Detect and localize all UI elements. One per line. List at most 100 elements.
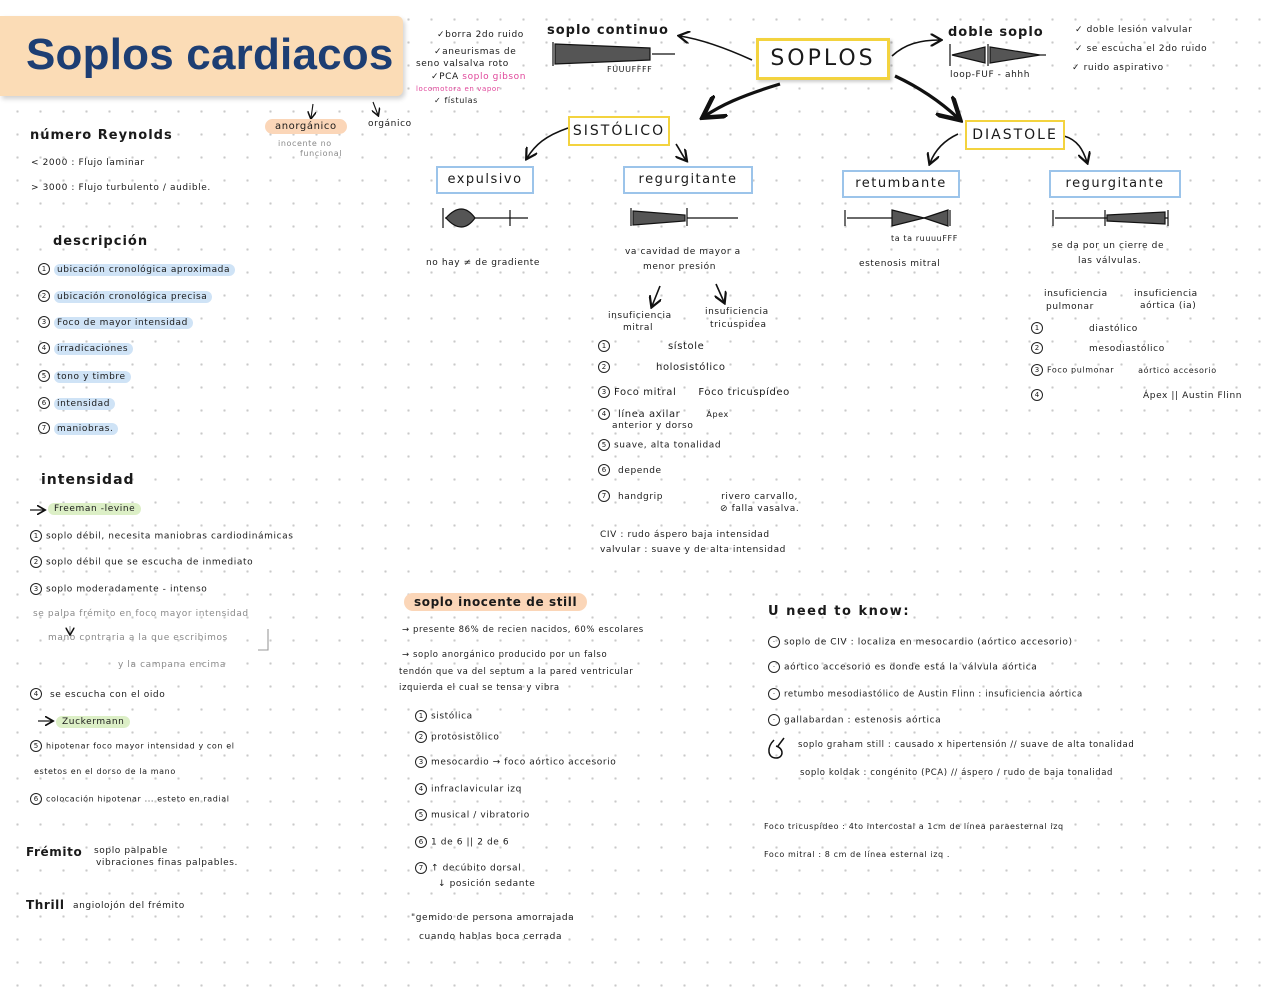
soplos-box: SOPLOS [756, 38, 890, 80]
waveform-regurgitante-sistolico [630, 208, 738, 226]
ins-mitral-2: mitral [623, 323, 654, 333]
retumbante-sound: ta ta ruuuuFFF [891, 234, 958, 243]
waveform-doble [949, 44, 1046, 66]
gibson-text: soplo gibson [462, 72, 527, 82]
waveform-retumbante [844, 209, 951, 227]
retumbante-box: retumbante [842, 170, 960, 198]
reg-diastolico-note-2: las válvulas. [1078, 256, 1142, 266]
reg-sistolico-label: regurgitante [638, 172, 738, 187]
still-line-2: → soplo anorgánico producido por un fals… [402, 650, 608, 660]
ins-mitral-1: insuficiencia [608, 311, 672, 321]
organico-label: orgánico [368, 119, 412, 129]
intensidad-gray-1: se palpa frémito en foco mayor intensida… [33, 609, 249, 619]
need-item-2: ·aórtico accesorio es donde está la válv… [768, 661, 1037, 674]
retumbante-label: retumbante [855, 176, 947, 191]
waveform-continuo [552, 42, 675, 66]
still-heading: soplo inocente de still [404, 593, 588, 611]
continuo-note-1: ✓borra 2do ruido [437, 30, 524, 40]
anorganico-sub-2: funcional [300, 149, 343, 158]
continuo-sound: FUUUFFFF [607, 65, 653, 74]
fremito-label: Frémito [26, 845, 83, 859]
title-banner [0, 16, 403, 96]
curly-numeral-5 [768, 737, 785, 759]
sistolico-box: SISTÓLICO [568, 116, 670, 146]
map-arrows [30, 36, 1087, 721]
diastole-box: DIASTOLE [965, 120, 1065, 150]
foco-tricuspideo-note: Foco tricuspídeo : 4to intercostal a 1cm… [764, 822, 1064, 831]
continuo-heading: soplo continuo [547, 23, 669, 38]
intensidad-gray-3: y la campana encima [118, 660, 226, 670]
intensidad-gray-2: mano contraria a la que escribimos [48, 633, 228, 643]
continuo-note-5: locomotora en vapor [416, 85, 501, 93]
still-line-3: tendón que va del septum a la pared vent… [399, 667, 634, 677]
intensidad-heading: intensidad [41, 472, 135, 488]
intensidad-grade-5b: estetos en el dorso de la mano [34, 767, 176, 776]
waveform-expulsivo [442, 208, 528, 228]
civ-note-2: valvular : suave y de alta intensidad [600, 545, 786, 555]
need-item-5: soplo graham still : causado x hipertens… [798, 740, 1135, 750]
reg-sistolico-note-1: va cavidad de mayor a [625, 247, 741, 257]
soplos-label: SOPLOS [770, 46, 876, 71]
still-quote-2: cuando hablas boca cerrada [419, 932, 563, 942]
doble-note-2: ✓ se escucha el 2do ruido [1075, 44, 1208, 54]
need-heading: U need to know: [768, 604, 911, 619]
doble-heading: doble soplo [948, 25, 1044, 40]
need-item-6: soplo koldak : congénito (PCA) // áspero… [800, 768, 1114, 778]
reg-diastolico-box: regurgitante [1049, 170, 1181, 198]
still-quote-1: "gemido de persona amorrajada [411, 913, 575, 923]
ins-pulmonar-2: pulmonar [1046, 302, 1094, 312]
continuo-note-6: ✓ fístulas [434, 96, 478, 105]
need-item-3: ·retumbo mesodiastólico de Austin Flinn … [768, 688, 1083, 701]
still-line-4: izquierda el cual se tensa y vibra [399, 683, 560, 693]
reynolds-heading: número Reynolds [30, 128, 173, 143]
continuo-note-3: seno valsalva roto [416, 59, 509, 69]
page-title: Soplos cardiacos [26, 30, 394, 79]
need-item-4: ·gallabardan : estenosis aórtica [768, 714, 941, 727]
expulsivo-label: expulsivo [447, 172, 523, 187]
reg-diastolico-note-1: se da por un cierre de [1052, 241, 1165, 251]
thrill-label: Thrill [26, 898, 65, 912]
sis-reg-row-7c: ⊘ falla vasalva. [720, 504, 800, 514]
ins-aortica-1: insuficiencia [1134, 289, 1198, 299]
zuckermann-label: Zuckermann [56, 716, 131, 728]
ins-tricuspidea-1: insuficiencia [705, 307, 769, 317]
ins-pulmonar-1: insuficiencia [1044, 289, 1108, 299]
continuo-note-2: ✓aneurismas de [434, 47, 517, 57]
anorganico-label: anorgánico [265, 119, 347, 134]
waveform-regurgitante-diastolico [1052, 210, 1169, 226]
gray-bracket [70, 626, 269, 651]
reynolds-line-1: < 2000 : Flujo laminar [31, 158, 145, 168]
expulsivo-box: expulsivo [436, 166, 534, 194]
reynolds-line-2: > 3000 : Flujo turbulento / audible. [31, 183, 211, 193]
thrill-text: angiolojón del frémito [73, 901, 185, 911]
need-item-1: ·soplo de CIV : localiza en mesocardio (… [768, 636, 1073, 649]
retumbante-note: estenosis mitral [859, 259, 941, 269]
levine-label: Freeman -levine [48, 503, 142, 515]
reg-sistolico-note-2: menor presión [643, 262, 717, 272]
